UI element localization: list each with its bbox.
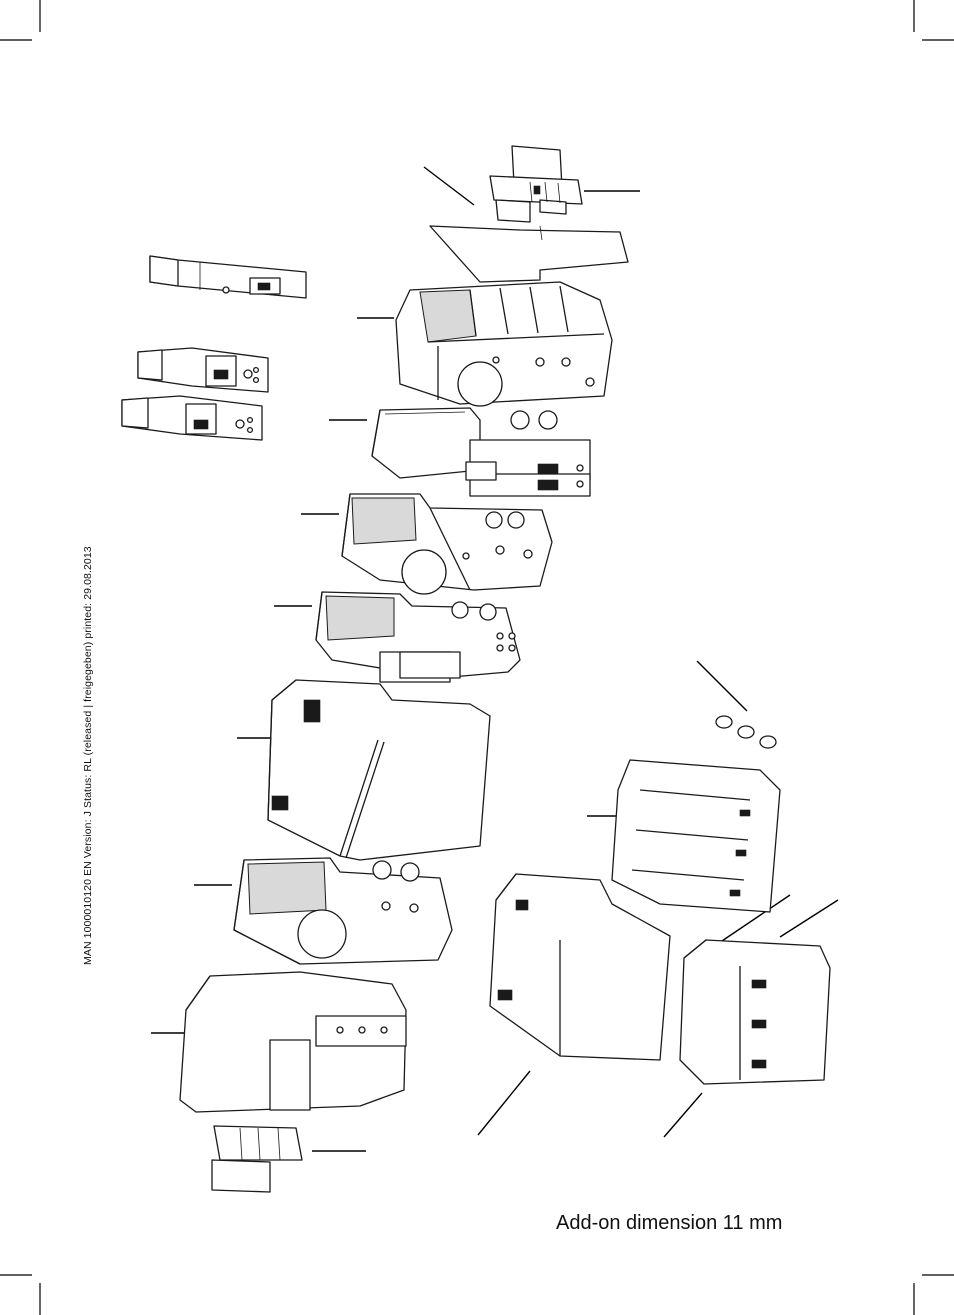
main-module-6 bbox=[233, 857, 453, 965]
enclosure-module bbox=[489, 873, 671, 1061]
add-on-dimension-caption: Add-on dimension 11 mm bbox=[556, 1212, 783, 1234]
main-module-2 bbox=[371, 407, 591, 497]
blanking-caps bbox=[715, 715, 777, 749]
auxiliary-contact-3 bbox=[121, 395, 263, 441]
contact-module bbox=[679, 939, 831, 1085]
terminal-block-assembly bbox=[611, 759, 781, 913]
bottom-terminal-clamp bbox=[211, 1125, 303, 1193]
auxiliary-contact-2 bbox=[137, 347, 269, 393]
auxiliary-contact-1 bbox=[149, 255, 307, 299]
main-module-4 bbox=[315, 591, 521, 683]
leader-lines bbox=[151, 166, 839, 1152]
cover-plate bbox=[429, 225, 629, 283]
main-module-5 bbox=[267, 679, 491, 861]
main-module-3 bbox=[341, 493, 553, 595]
top-terminal-clamp bbox=[489, 145, 583, 223]
document-side-note: MAN 1000010120 EN Version: J Status: RL … bbox=[82, 546, 94, 965]
main-module-1 bbox=[395, 281, 613, 407]
base-module bbox=[179, 971, 407, 1113]
